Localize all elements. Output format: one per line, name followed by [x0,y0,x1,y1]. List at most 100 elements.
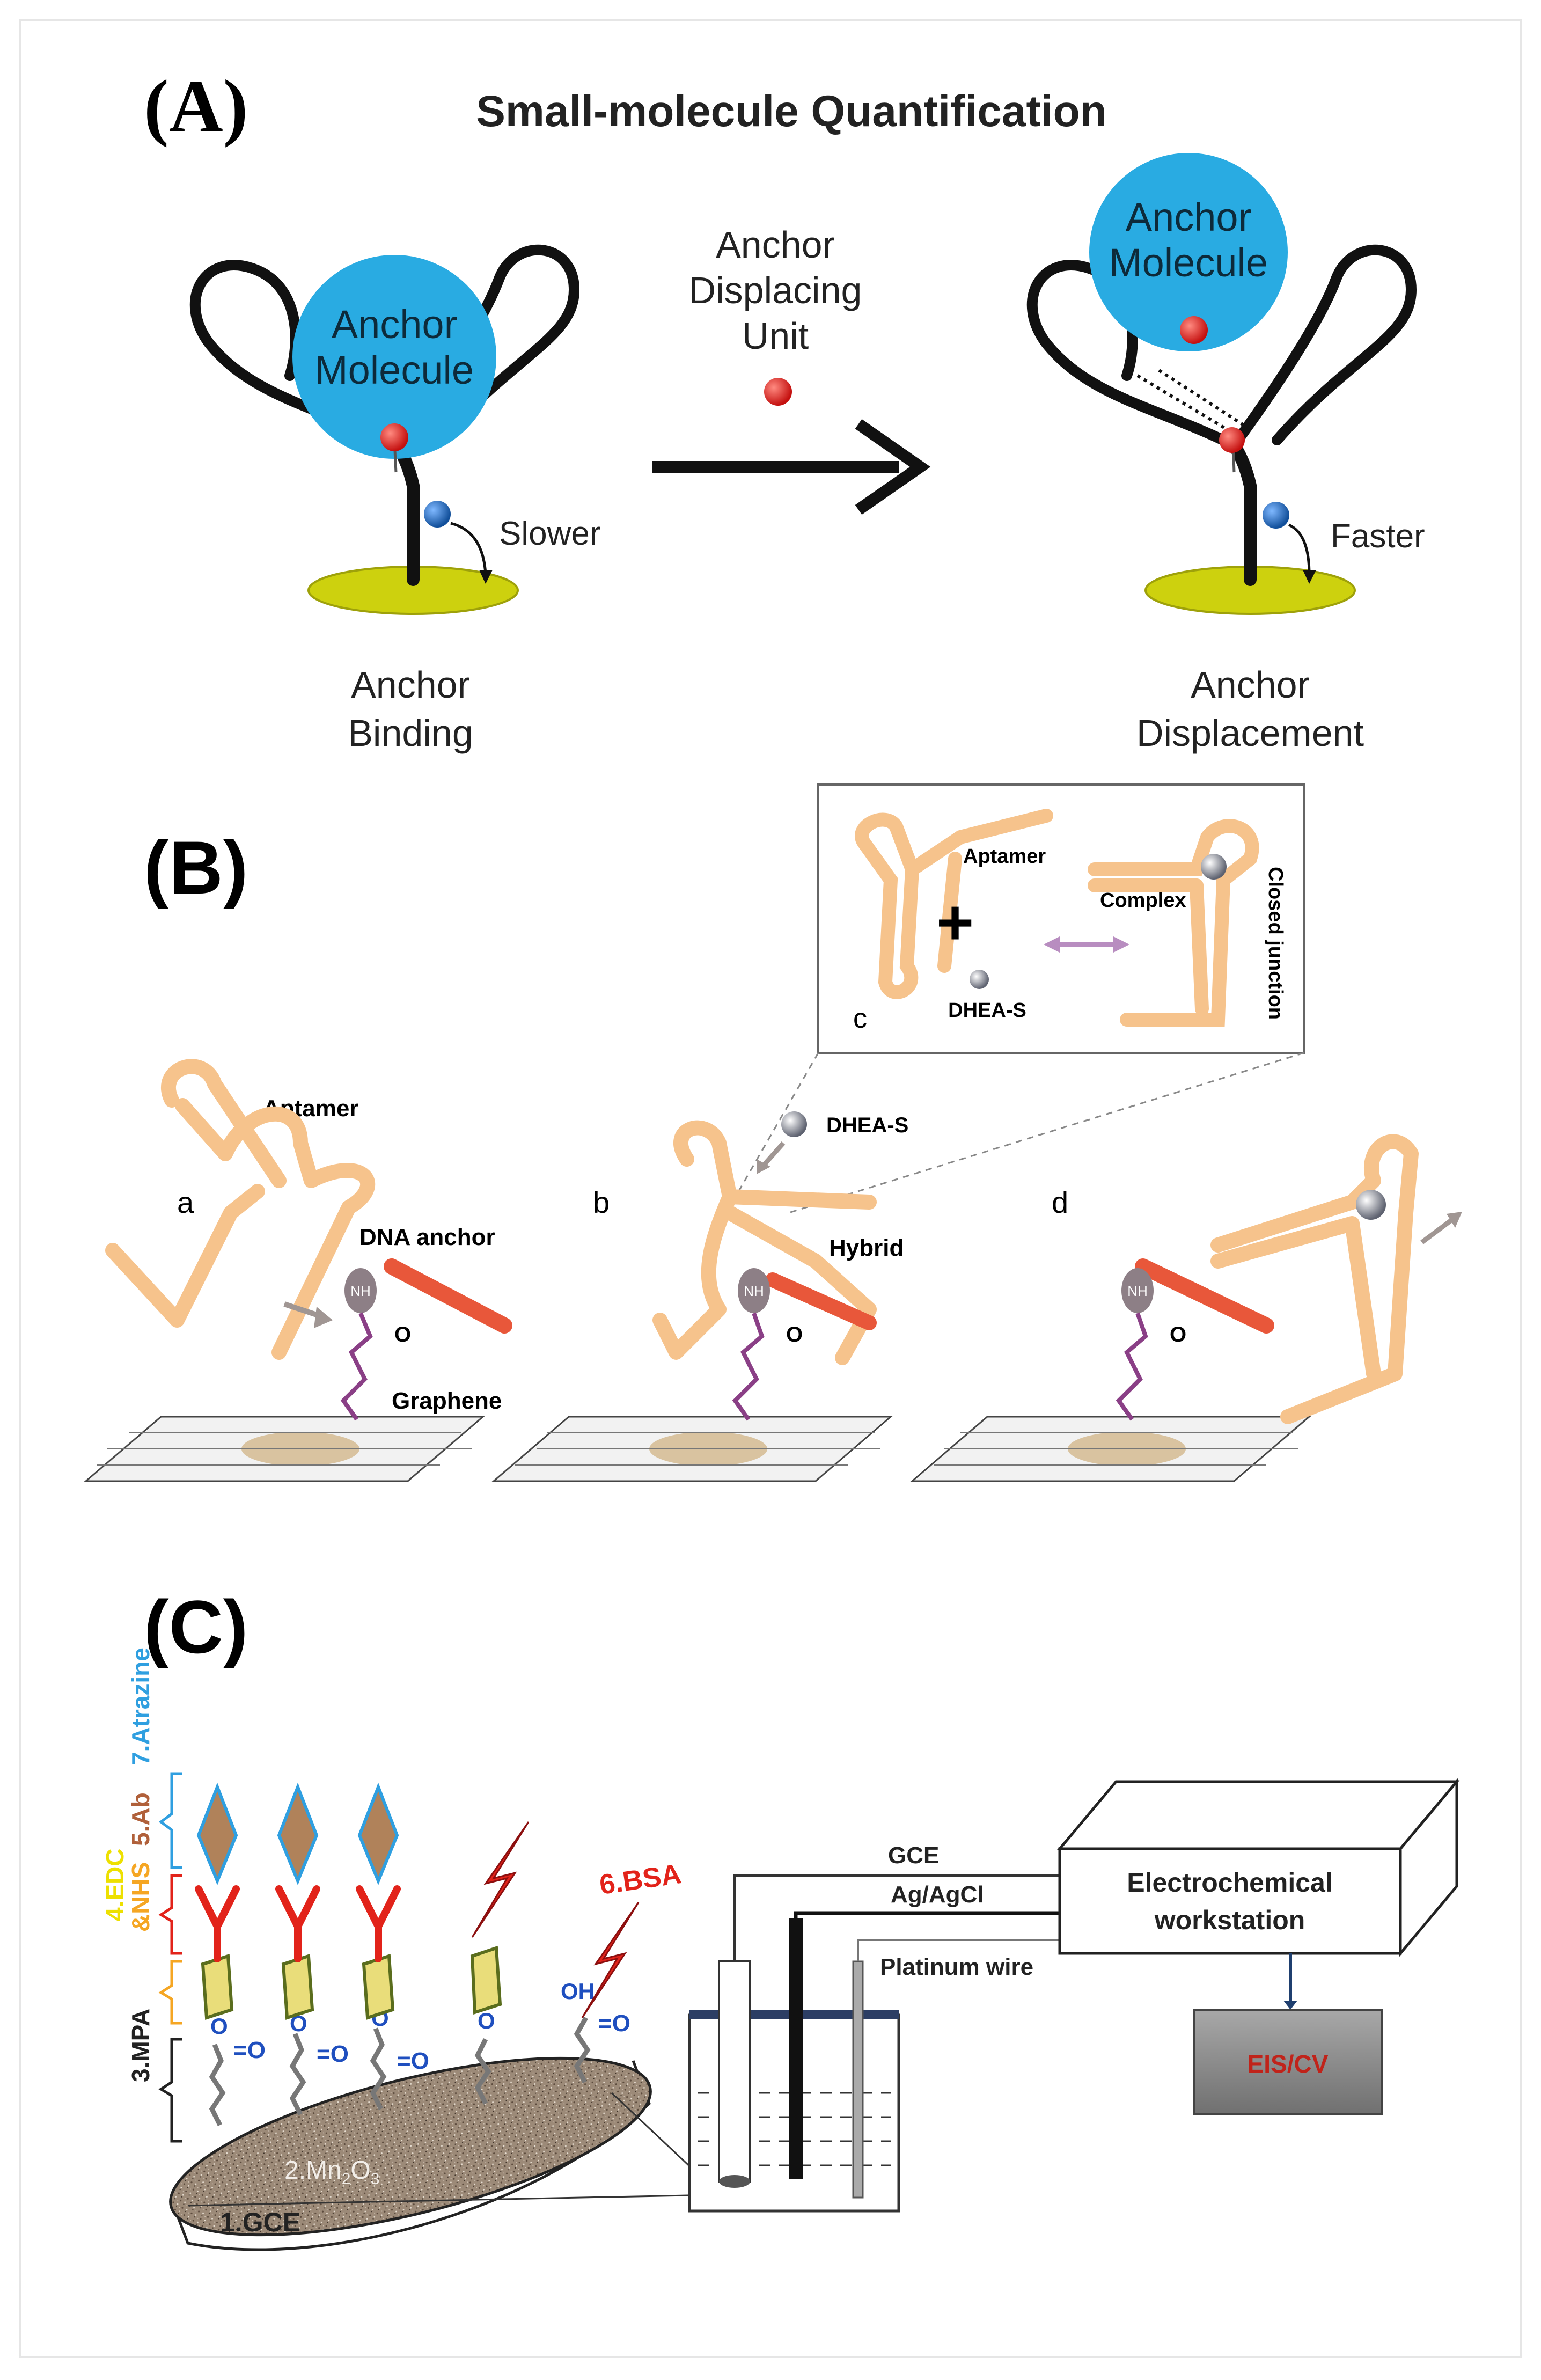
d-dhea-ball [1356,1190,1386,1220]
left-molecule-line1: Anchor [332,302,457,347]
a-dna-anchor-label: DNA anchor [359,1224,495,1250]
reaction-arrow-head [855,419,931,515]
b-dhea-ball [781,1111,807,1137]
d-release-arrow [1420,1216,1456,1244]
bsa-bolt-4 [471,1821,530,1938]
b-linker [732,1312,765,1421]
atrazine-2 [277,1782,319,1885]
brace-edc-nhs [158,1960,182,2025]
anchor-binding-line1: Anchor [351,664,470,706]
b-dhea-label: DHEA-S [826,1114,908,1137]
panel-b: (B) Aptamer + DHEA-S c Complex [83,783,1462,1482]
right-transfer-arrowhead [1303,570,1316,584]
subpanel-a-letter: a [177,1185,194,1219]
gce-label: 1.GCE [220,2207,300,2237]
left-anchor-molecule [292,255,496,459]
wire-ref [794,1911,1062,1918]
eq-o-1: =O [233,2037,266,2063]
o-link-4: O [478,2008,495,2033]
left-transfer-arrow [450,522,487,575]
d-anchor-strand [1135,1258,1274,1334]
right-bound-displacing-ball [1219,427,1245,453]
subpanel-d-letter: d [1052,1185,1068,1219]
displacing-unit-line1: Anchor [716,224,835,266]
panel-a-label: (A) [144,65,248,148]
inset-aptamer [855,809,1053,999]
eq-o-3: =O [397,2048,429,2074]
electrochemical-cell [688,1918,900,2213]
inset-c-letter: c [853,1003,867,1034]
subpanel-b-letter: b [593,1185,610,1219]
layer-mpa-label: 3.MPA [127,2009,155,2082]
graphene-lattice-lines [97,1432,1298,1466]
reference-electrode [789,1918,803,2179]
subpanel-a: a Aptamer DNA anchor NH O Graphene [105,1059,512,1421]
zoom-line-lower [187,2194,714,2207]
inset-dhea-label: DHEA-S [948,999,1026,1022]
oh-label: OH [561,1979,595,2004]
panel-a-title: Small-molecule Quantification [476,87,1107,136]
layer-atrazine-label: 7.Atrazine [127,1647,155,1766]
edc-nhs-unit-4 [470,1945,502,2015]
panel-a: (A) Small-molecule Quantification Anchor… [144,65,1425,754]
output-label: EIS/CV [1248,2050,1329,2078]
subpanel-d: d NH O [1052,1134,1462,1424]
anchor-displacement-construct: Anchor Molecule Faster Anchor Displaceme… [1026,153,1425,754]
a-linker [340,1312,373,1421]
workstation-line1: Electrochemical [1127,1868,1333,1898]
antibody-stack-1: =O O [195,1782,266,2127]
a-arrow-head [314,1307,333,1328]
layer-nhs-label: &NHS [127,1862,155,1932]
antibody-3 [356,1885,401,1962]
antibody-stack-3: =O O [356,1782,429,2111]
anchor-displacement-line1: Anchor [1191,664,1310,706]
mpa-chain-4 [474,2038,491,2105]
inset-eq-head-left [1044,936,1060,953]
left-transfer-arrowhead [479,570,493,584]
brace-mpa [158,2038,182,2143]
o-link-1: O [210,2013,228,2039]
d-release-arrow-head [1447,1212,1462,1228]
inset-zoom-line-right [788,1052,1304,1214]
anchor-binding-line2: Binding [348,712,473,754]
right-molecule-line1: Anchor [1126,195,1251,239]
right-transfer-arrow [1288,523,1311,575]
antibody-2 [275,1885,320,1962]
b-anchor-strand [765,1272,877,1330]
antibody-stack-2: =O O [275,1782,349,2116]
brace-atrazine [158,1772,182,1869]
b-arrow [760,1141,786,1169]
d-complex-strand [1210,1134,1419,1424]
anchor-displacement-line2: Displacement [1136,712,1364,754]
left-molecule-line2: Molecule [315,348,474,392]
right-redox-ball [1263,502,1289,529]
layer-ab-label: 5.Ab [127,1792,155,1846]
b-hybrid-label: Hybrid [829,1235,904,1261]
b-o-label: O [786,1323,803,1346]
output-box [1193,2009,1383,2115]
workstation-front [1058,1847,1402,1955]
a-o-label: O [394,1323,411,1346]
zoom-line-upper [611,2092,704,2180]
mpa-chain-1 [209,2044,226,2127]
d-nh-label: NH [1127,1283,1148,1299]
inset-c: Aptamer + DHEA-S c Complex Closed juncti… [731,783,1305,1214]
wire-gce [733,1874,1062,1961]
layer-edc-label: 4.EDC [101,1849,129,1921]
gce-tip [719,2175,750,2188]
eq-o-2: =O [317,2041,349,2067]
a-aptamer-strand [105,1059,376,1360]
bsa-stack-4: O [470,1821,530,2105]
right-anchor-molecule [1089,153,1288,351]
brace-ab [158,1874,182,1955]
mpa-chain-5 [574,2016,591,2084]
panel-b-label: (B) [144,825,248,910]
panel-c-label: (C) [144,1585,248,1669]
inset-aptamer-label: Aptamer [963,845,1046,868]
atrazine-3 [357,1782,399,1885]
inset-zoom-line-left [731,1052,819,1203]
d-o-label: O [1170,1323,1186,1346]
right-hybrid-rungs [1136,369,1251,442]
subpanel-b: b DHEA-S Hybrid NH O [593,1111,908,1421]
